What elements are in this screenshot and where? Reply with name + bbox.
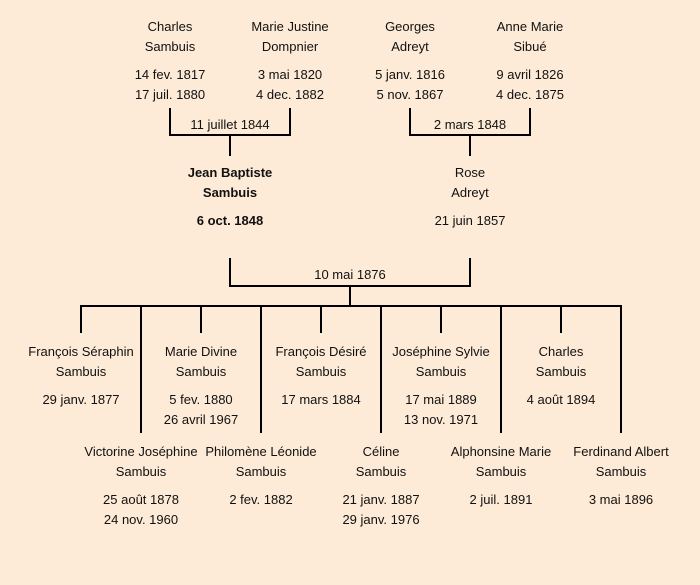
birth-date: 2 juil. 1891 [469, 492, 533, 507]
person-jean-baptiste-sambuis: Jean Baptiste Sambuis 6 oct. 1848 [188, 163, 273, 231]
first-name: Anne Marie [496, 19, 564, 34]
birth-date: 29 janv. 1877 [42, 392, 120, 407]
birth-date: 6 oct. 1848 [196, 213, 264, 228]
connector-line [560, 305, 562, 333]
birth-date: 4 août 1894 [526, 392, 596, 407]
last-name: Sambuis [295, 364, 347, 379]
last-name: Sambuis [355, 464, 407, 479]
marriage-date: 2 mars 1848 [433, 117, 507, 132]
death-date: 4 dec. 1875 [496, 87, 564, 102]
death-date: 13 nov. 1971 [403, 412, 479, 427]
connector-line [529, 108, 531, 135]
last-name: Adreyt [391, 39, 429, 54]
last-name: Sambuis [595, 464, 647, 479]
connector-line [229, 258, 231, 286]
birth-date: 5 janv. 1816 [375, 67, 445, 82]
first-name: François Séraphin [28, 344, 134, 359]
first-name: Georges [385, 19, 435, 34]
child-celine: Céline Sambuis 21 janv. 1887 29 janv. 19… [342, 442, 419, 530]
connector-line [80, 305, 622, 307]
birth-date: 25 août 1878 [103, 492, 179, 507]
connector-line [349, 285, 351, 306]
birth-date: 21 juin 1857 [434, 213, 506, 228]
last-name: Sambuis [415, 364, 467, 379]
birth-date: 14 fev. 1817 [134, 67, 206, 82]
last-name: Sibué [513, 39, 547, 54]
child-josephine-sylvie: Joséphine Sylvie Sambuis 17 mai 1889 13 … [392, 342, 490, 430]
child-marie-divine: Marie Divine Sambuis 5 fev. 1880 26 avri… [164, 342, 238, 430]
first-name: Ferdinand Albert [573, 444, 669, 459]
connector-line [440, 305, 442, 333]
connector-line [289, 108, 291, 135]
last-name: Sambuis [55, 364, 107, 379]
connector-line [469, 134, 471, 156]
first-name: Joséphine Sylvie [392, 344, 490, 359]
first-name: Charles [538, 344, 584, 359]
birth-date: 5 fev. 1880 [169, 392, 233, 407]
child-philomene-leonide: Philomène Léonide Sambuis 2 fev. 1882 [205, 442, 316, 510]
birth-date: 17 mai 1889 [405, 392, 477, 407]
child-victorine-josephine: Victorine Joséphine Sambuis 25 août 1878… [84, 442, 197, 530]
first-name: Rose [454, 165, 486, 180]
last-name: Dompnier [261, 39, 319, 54]
person-charles-sambuis: Charles Sambuis 14 fev. 1817 17 juil. 18… [135, 17, 206, 105]
person-rose-adreyt: Rose Adreyt 21 juin 1857 [435, 163, 506, 231]
birth-date: 9 avril 1826 [496, 67, 564, 82]
child-francois-seraphin: François Séraphin Sambuis 29 janv. 1877 [28, 342, 134, 410]
child-alphonsine-marie: Alphonsine Marie Sambuis 2 juil. 1891 [451, 442, 551, 510]
birth-date: 21 janv. 1887 [342, 492, 420, 507]
marriage-date: 11 juillet 1844 [190, 117, 270, 132]
first-name: Philomène Léonide [205, 444, 317, 459]
last-name: Adreyt [451, 185, 489, 200]
connector-line [200, 305, 202, 333]
birth-date: 3 mai 1820 [257, 67, 323, 82]
last-name: Sambuis [535, 364, 587, 379]
death-date: 17 juil. 1880 [134, 87, 206, 102]
connector-line [169, 108, 171, 135]
person-anne-marie-sibue: Anne Marie Sibué 9 avril 1826 4 dec. 187… [496, 17, 564, 105]
connector-line [320, 305, 322, 333]
first-name: Marie Justine [251, 19, 329, 34]
last-name: Sambuis [115, 464, 167, 479]
first-name: Charles [147, 19, 193, 34]
death-date: 26 avril 1967 [163, 412, 239, 427]
connector-line [620, 305, 622, 433]
last-name: Sambuis [202, 185, 258, 200]
first-name: Céline [362, 444, 400, 459]
connector-line [140, 305, 142, 433]
person-marie-justine-dompnier: Marie Justine Dompnier 3 mai 1820 4 dec.… [251, 17, 328, 105]
connector-line [469, 258, 471, 286]
person-georges-adreyt: Georges Adreyt 5 janv. 1816 5 nov. 1867 [375, 17, 445, 105]
birth-date: 17 mars 1884 [281, 392, 361, 407]
last-name: Sambuis [144, 39, 196, 54]
death-date: 29 janv. 1976 [342, 512, 420, 527]
first-name: Jean Baptiste [187, 165, 273, 180]
first-name: Alphonsine Marie [450, 444, 552, 459]
last-name: Sambuis [235, 464, 287, 479]
connector-line [409, 108, 411, 135]
birth-date: 3 mai 1896 [588, 492, 654, 507]
first-name: Marie Divine [164, 344, 238, 359]
birth-date: 2 fev. 1882 [229, 492, 293, 507]
death-date: 5 nov. 1867 [376, 87, 444, 102]
child-francois-desire: François Désiré Sambuis 17 mars 1884 [275, 342, 366, 410]
connector-line [80, 305, 82, 333]
last-name: Sambuis [475, 464, 527, 479]
last-name: Sambuis [175, 364, 227, 379]
child-ferdinand-albert: Ferdinand Albert Sambuis 3 mai 1896 [573, 442, 668, 510]
connector-line [229, 134, 231, 156]
death-date: 4 dec. 1882 [256, 87, 324, 102]
child-charles: Charles Sambuis 4 août 1894 [527, 342, 596, 410]
connector-line [260, 305, 262, 433]
connector-line [380, 305, 382, 433]
first-name: Victorine Joséphine [84, 444, 198, 459]
death-date: 24 nov. 1960 [103, 512, 179, 527]
marriage-date: 10 mai 1876 [314, 267, 386, 282]
connector-line [500, 305, 502, 433]
first-name: François Désiré [275, 344, 367, 359]
